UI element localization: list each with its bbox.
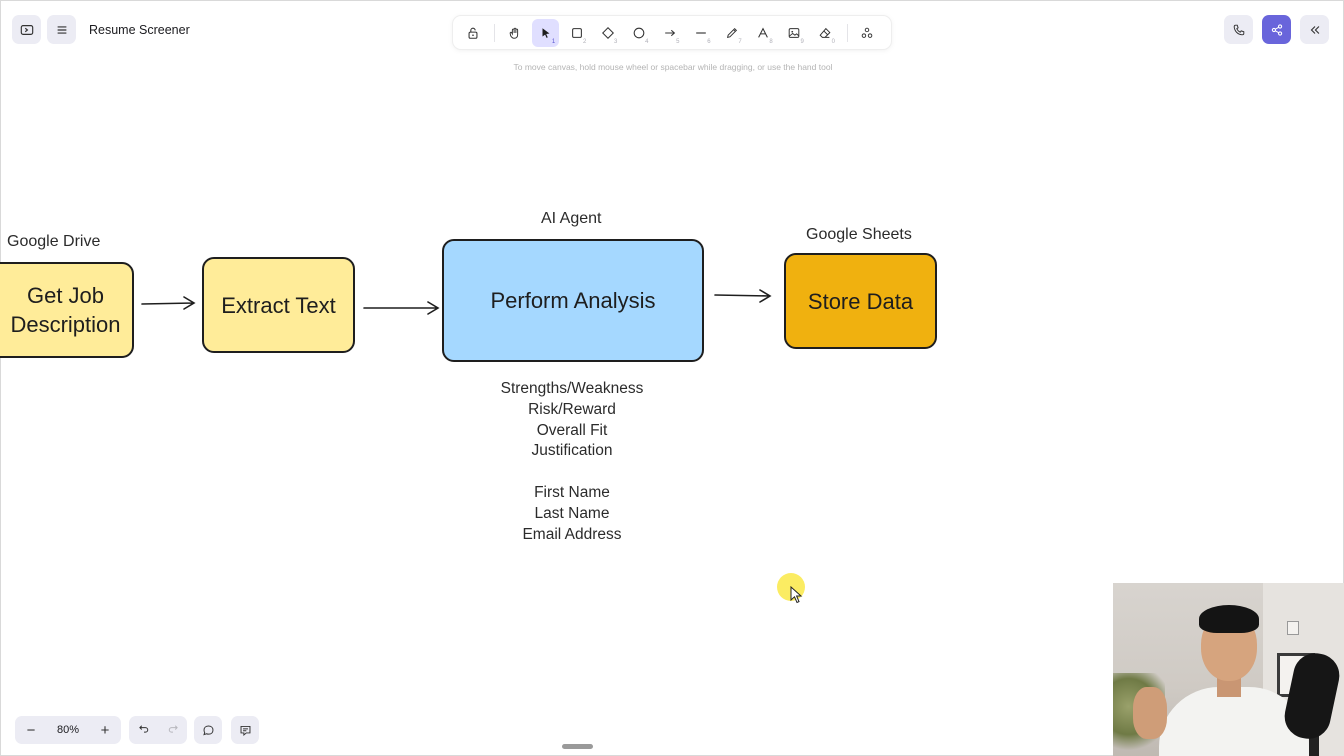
arrow-icon bbox=[665, 29, 676, 36]
presenter-webcam bbox=[1113, 583, 1344, 756]
tool-rectangle[interactable]: 2 bbox=[563, 19, 590, 47]
double-chevron-left-icon bbox=[1310, 25, 1319, 34]
selection-icon bbox=[542, 27, 550, 38]
tool-shortcut: 5 bbox=[676, 38, 680, 45]
note-line: Overall Fit bbox=[536, 421, 608, 439]
label-google-drive: Google Drive bbox=[7, 233, 101, 250]
rectangle-icon bbox=[571, 27, 582, 38]
arrow-analysis-to-store bbox=[714, 289, 772, 303]
zoom-controls: − 80% + bbox=[15, 716, 121, 744]
diamond-icon bbox=[601, 26, 614, 39]
tool-shortcut: 7 bbox=[738, 38, 742, 45]
toolbar-separator bbox=[846, 23, 848, 42]
text-icon bbox=[758, 26, 769, 38]
tool-lock[interactable] bbox=[459, 19, 486, 47]
note-line: Email Address bbox=[522, 525, 622, 543]
label-google-sheets: Google Sheets bbox=[806, 226, 912, 243]
zoom-in-button[interactable]: + bbox=[100, 721, 110, 739]
phone-icon bbox=[1233, 24, 1244, 35]
feedback-button[interactable] bbox=[231, 716, 259, 744]
collapse-sidebar-button[interactable] bbox=[1300, 15, 1329, 44]
tool-shortcut: 4 bbox=[645, 38, 649, 45]
eraser-icon bbox=[819, 27, 831, 38]
box-perform-analysis-label: Perform Analysis bbox=[490, 288, 656, 313]
redo-button[interactable] bbox=[167, 721, 179, 739]
image-icon bbox=[788, 27, 800, 38]
tool-ellipse[interactable]: 4 bbox=[625, 19, 652, 47]
webcam-person-hair bbox=[1199, 605, 1259, 633]
zoom-out-button[interactable]: − bbox=[26, 721, 36, 739]
tool-pencil[interactable]: 7 bbox=[719, 19, 746, 47]
pencil-icon bbox=[727, 27, 738, 38]
redo-icon bbox=[168, 725, 178, 733]
comment-button[interactable] bbox=[194, 716, 222, 744]
tool-shortcut: 0 bbox=[831, 38, 835, 45]
box-extract-text-label: Extract Text bbox=[221, 292, 336, 318]
webcam-mic-arm bbox=[1309, 733, 1319, 756]
box-store-data-label: Store Data bbox=[807, 288, 914, 314]
tool-eraser[interactable]: 0 bbox=[812, 19, 839, 47]
line-icon bbox=[696, 31, 706, 34]
tool-shortcut: 8 bbox=[769, 38, 773, 45]
note-line: Strengths/Weakness bbox=[500, 380, 644, 397]
tool-shortcut: 3 bbox=[614, 38, 618, 45]
tool-line[interactable]: 6 bbox=[688, 19, 715, 47]
message-square-icon bbox=[240, 725, 250, 736]
note-line: Justification bbox=[531, 442, 613, 460]
zoom-level[interactable]: 80% bbox=[56, 724, 80, 736]
box-extract-text[interactable]: Extract Text bbox=[202, 257, 355, 353]
document-title[interactable]: Resume Screener bbox=[89, 22, 190, 37]
note-line: Risk/Reward bbox=[528, 400, 616, 418]
collab-call-button[interactable] bbox=[1224, 15, 1253, 44]
tool-diamond[interactable]: 3 bbox=[594, 19, 621, 47]
tool-shortcut: 9 bbox=[800, 38, 804, 45]
arrow-extract-to-analysis bbox=[363, 301, 440, 315]
note-line: First Name bbox=[534, 483, 610, 501]
tool-text[interactable]: 8 bbox=[750, 19, 777, 47]
tool-shortcut: 6 bbox=[707, 38, 711, 45]
box-store-data[interactable]: Store Data bbox=[784, 253, 937, 349]
hamburger-icon bbox=[57, 25, 66, 34]
webcam-person-shirt bbox=[1159, 687, 1309, 756]
tool-image[interactable]: 9 bbox=[781, 19, 808, 47]
box-get-job-line2: Description bbox=[10, 312, 121, 337]
tool-more[interactable] bbox=[854, 19, 881, 47]
webcam-person-hand bbox=[1133, 687, 1167, 739]
mouse-pointer-icon bbox=[790, 586, 803, 604]
box-perform-analysis[interactable]: Perform Analysis bbox=[442, 239, 704, 362]
analysis-output-notes: Strengths/Weakness Risk/Reward Overall F… bbox=[461, 379, 683, 545]
sidebar-icon bbox=[20, 24, 33, 35]
library-toggle-button[interactable] bbox=[12, 15, 41, 44]
toolbar-separator bbox=[494, 23, 496, 42]
webcam-wall-sign bbox=[1287, 621, 1299, 635]
chat-bubble-icon bbox=[202, 725, 213, 735]
label-ai-agent: AI Agent bbox=[541, 210, 602, 227]
shape-toolbar: 1 2 3 4 5 6 7 8 bbox=[453, 16, 891, 49]
ellipse-icon bbox=[633, 27, 645, 38]
tool-shortcut: 2 bbox=[582, 38, 587, 45]
lock-icon bbox=[468, 27, 477, 39]
undo-button[interactable] bbox=[138, 721, 150, 739]
scroll-handle[interactable] bbox=[562, 744, 593, 749]
tool-hand[interactable] bbox=[501, 19, 528, 47]
box-get-job-line1: Get Job bbox=[26, 283, 105, 308]
note-line: Last Name bbox=[534, 504, 610, 522]
hand-icon bbox=[509, 27, 518, 39]
tool-arrow[interactable]: 5 bbox=[656, 19, 683, 47]
note-line bbox=[461, 462, 683, 483]
tool-selection[interactable]: 1 bbox=[532, 18, 560, 47]
share-icon bbox=[1271, 23, 1282, 36]
box-get-job-description[interactable]: Get Job Description bbox=[0, 262, 134, 358]
undo-redo-controls bbox=[129, 716, 187, 744]
share-button[interactable] bbox=[1262, 15, 1291, 44]
top-left-controls: Resume Screener bbox=[12, 15, 190, 44]
undo-icon bbox=[138, 725, 148, 733]
tool-shortcut: 1 bbox=[551, 38, 556, 45]
main-menu-button[interactable] bbox=[47, 15, 76, 44]
more-tools-icon bbox=[862, 27, 873, 38]
arrow-drive-to-extract bbox=[141, 296, 196, 310]
top-right-controls bbox=[1224, 15, 1329, 44]
canvas-hint: To move canvas, hold mouse wheel or spac… bbox=[513, 62, 833, 72]
